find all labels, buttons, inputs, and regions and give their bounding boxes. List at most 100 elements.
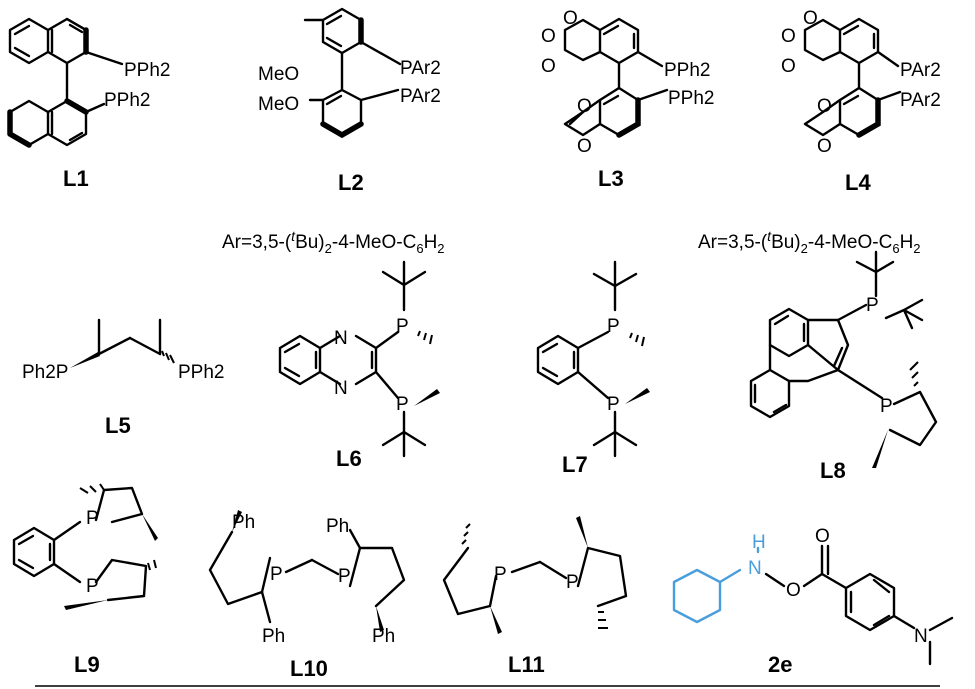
svg-text:P: P (86, 576, 99, 597)
svg-text:P: P (396, 316, 409, 337)
L1-group-1: PPh2 (124, 60, 170, 81)
L6-n-2: N (334, 378, 348, 399)
L1-group-2: PPh2 (104, 90, 150, 111)
L8-p-2: P (880, 396, 893, 417)
svg-text:P: P (566, 572, 579, 593)
L5-group-2: PPh2 (178, 362, 224, 383)
svg-text:P: P (86, 508, 99, 529)
L2-meo-2: MeO (258, 94, 299, 115)
L7-p-1: P (607, 316, 620, 337)
svg-text:P: P (607, 394, 620, 415)
structure-L8: P P L8 (749, 250, 938, 483)
svg-text:PPh2: PPh2 (104, 90, 150, 111)
2e-o-carbonyl: O (815, 526, 830, 547)
svg-text:PAr2: PAr2 (400, 58, 441, 79)
structure-L2: MeO MeO PAr2 PAr2 L2 (258, 7, 441, 195)
svg-text:PPh2: PPh2 (124, 60, 170, 81)
2e-n-dimethyl: N (914, 626, 928, 647)
L4-group-1: PAr2 (900, 60, 941, 81)
svg-text:PAr2: PAr2 (400, 86, 441, 107)
svg-text:PAr2: PAr2 (900, 90, 941, 111)
label-L6: L6 (336, 446, 362, 471)
svg-text:H: H (752, 532, 766, 553)
svg-text:O: O (781, 56, 796, 77)
svg-text:O: O (815, 526, 830, 547)
L11-p-1: P (494, 564, 507, 585)
structure-L5: Ph2P PPh2 L5 (22, 318, 224, 438)
label-L3: L3 (598, 166, 624, 191)
2e-nh: N (748, 558, 762, 579)
L6-p-2: P (396, 394, 409, 415)
svg-text:PPh2: PPh2 (668, 88, 714, 109)
svg-text:O: O (541, 56, 556, 77)
structure-L3: O O O O O PPh2 PPh2 L3 (541, 8, 714, 191)
2e-o-ester: O (786, 580, 801, 601)
L2-par-2: PAr2 (400, 86, 441, 107)
L3-group-1: PPh2 (664, 60, 710, 81)
label-L5: L5 (105, 413, 131, 438)
label-2e: 2e (768, 652, 792, 677)
L4-group-2: PAr2 (900, 90, 941, 111)
svg-text:Ph: Ph (232, 512, 255, 533)
L10-ph-2: Ph (262, 626, 285, 647)
ar-definition-L4: Ar=3,5-(tBu)2-4-MeO-C6H2 (698, 228, 921, 256)
svg-text:PPh2: PPh2 (178, 362, 224, 383)
svg-text:N: N (334, 378, 348, 399)
svg-text:P: P (866, 295, 879, 316)
svg-text:O: O (541, 26, 556, 47)
cyclohexyl-ring (672, 568, 722, 624)
svg-text:N: N (748, 558, 762, 579)
svg-text:P: P (270, 564, 283, 585)
label-L10: L10 (290, 656, 328, 681)
svg-text:PAr2: PAr2 (900, 60, 941, 81)
svg-text:O: O (817, 96, 832, 117)
svg-text:O: O (577, 136, 592, 157)
svg-text:P: P (880, 396, 893, 417)
svg-text:Ph: Ph (372, 626, 395, 647)
svg-text:Ph: Ph (262, 626, 285, 647)
structure-L10: Ph Ph Ph Ph P P L10 (208, 510, 406, 681)
label-L2: L2 (338, 170, 364, 195)
L2-meo-1: MeO (258, 64, 299, 85)
svg-text:P: P (396, 394, 409, 415)
2e-h: H (752, 532, 766, 553)
L10-ph-4: Ph (372, 626, 395, 647)
svg-text:O: O (786, 580, 801, 601)
svg-text:Ph: Ph (326, 516, 349, 537)
label-L1: L1 (63, 166, 89, 191)
svg-text:O: O (563, 8, 578, 29)
svg-text:O: O (781, 26, 796, 47)
L2-par-1: PAr2 (400, 58, 441, 79)
L10-ph-1: Ph (232, 512, 255, 533)
svg-text:P: P (607, 316, 620, 337)
svg-text:N: N (334, 328, 348, 349)
structure-L7: P P L7 (536, 260, 650, 477)
label-L7: L7 (562, 452, 588, 477)
L6-p-1: P (396, 316, 409, 337)
label-L9: L9 (74, 652, 100, 677)
label-L11: L11 (508, 652, 545, 677)
svg-text:MeO: MeO (258, 64, 299, 85)
svg-text:P: P (494, 564, 507, 585)
svg-text:O: O (817, 136, 832, 157)
L6-n-1: N (334, 328, 348, 349)
L3-group-2: PPh2 (668, 88, 714, 109)
L10-p-1: P (270, 564, 283, 585)
L9-p-1: P (86, 508, 99, 529)
ar-definition-L2: Ar=3,5-(tBu)2-4-MeO-C6H2 (222, 228, 445, 256)
structure-L9: P P L9 (12, 483, 158, 677)
svg-text:P: P (338, 566, 351, 587)
structure-L6: N N P P L6 (278, 260, 440, 471)
structure-2e: H N O O N 2e (672, 526, 954, 677)
structure-L11: P P L11 (442, 516, 628, 677)
L8-p-1: P (866, 295, 879, 316)
L11-p-2: P (566, 572, 579, 593)
svg-text:PPh2: PPh2 (664, 60, 710, 81)
structure-L4: O O O O O PAr2 PAr2 L4 (781, 8, 941, 195)
L5-group-1: Ph2P (22, 362, 68, 383)
svg-text:MeO: MeO (258, 94, 299, 115)
structure-L1: PPh2 PPh2 L1 (7, 17, 170, 191)
L7-p-2: P (607, 394, 620, 415)
label-L8: L8 (820, 458, 846, 483)
